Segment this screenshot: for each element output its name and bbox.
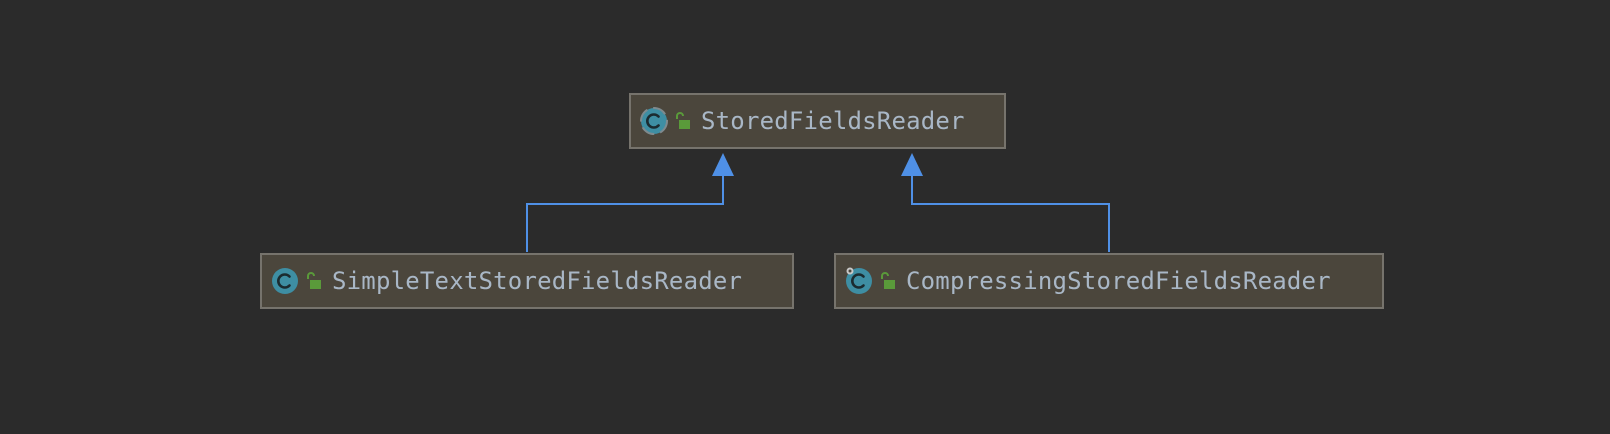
edge-compressing-to-storedfields[interactable] bbox=[911, 172, 1110, 252]
inheritance-arrowhead bbox=[901, 153, 923, 176]
final-class-icon bbox=[846, 267, 872, 294]
edge-simpletext-to-storedfields[interactable] bbox=[526, 172, 724, 252]
abstract-class-icon bbox=[640, 107, 668, 135]
unlocked-padlock-icon bbox=[307, 272, 321, 289]
class-icon bbox=[272, 268, 298, 294]
node-simple-text-stored-fields-reader[interactable]: SimpleTextStoredFieldsReader bbox=[260, 253, 794, 309]
unlocked-padlock-icon bbox=[881, 272, 895, 289]
node-stored-fields-reader[interactable]: StoredFieldsReader bbox=[629, 93, 1006, 149]
node-compressing-stored-fields-reader[interactable]: CompressingStoredFieldsReader bbox=[834, 253, 1384, 309]
inheritance-arrowhead bbox=[712, 153, 734, 176]
unlocked-padlock-icon bbox=[676, 112, 690, 129]
node-label: SimpleTextStoredFieldsReader bbox=[332, 267, 743, 295]
node-label: StoredFieldsReader bbox=[701, 107, 965, 135]
node-label: CompressingStoredFieldsReader bbox=[906, 267, 1331, 295]
